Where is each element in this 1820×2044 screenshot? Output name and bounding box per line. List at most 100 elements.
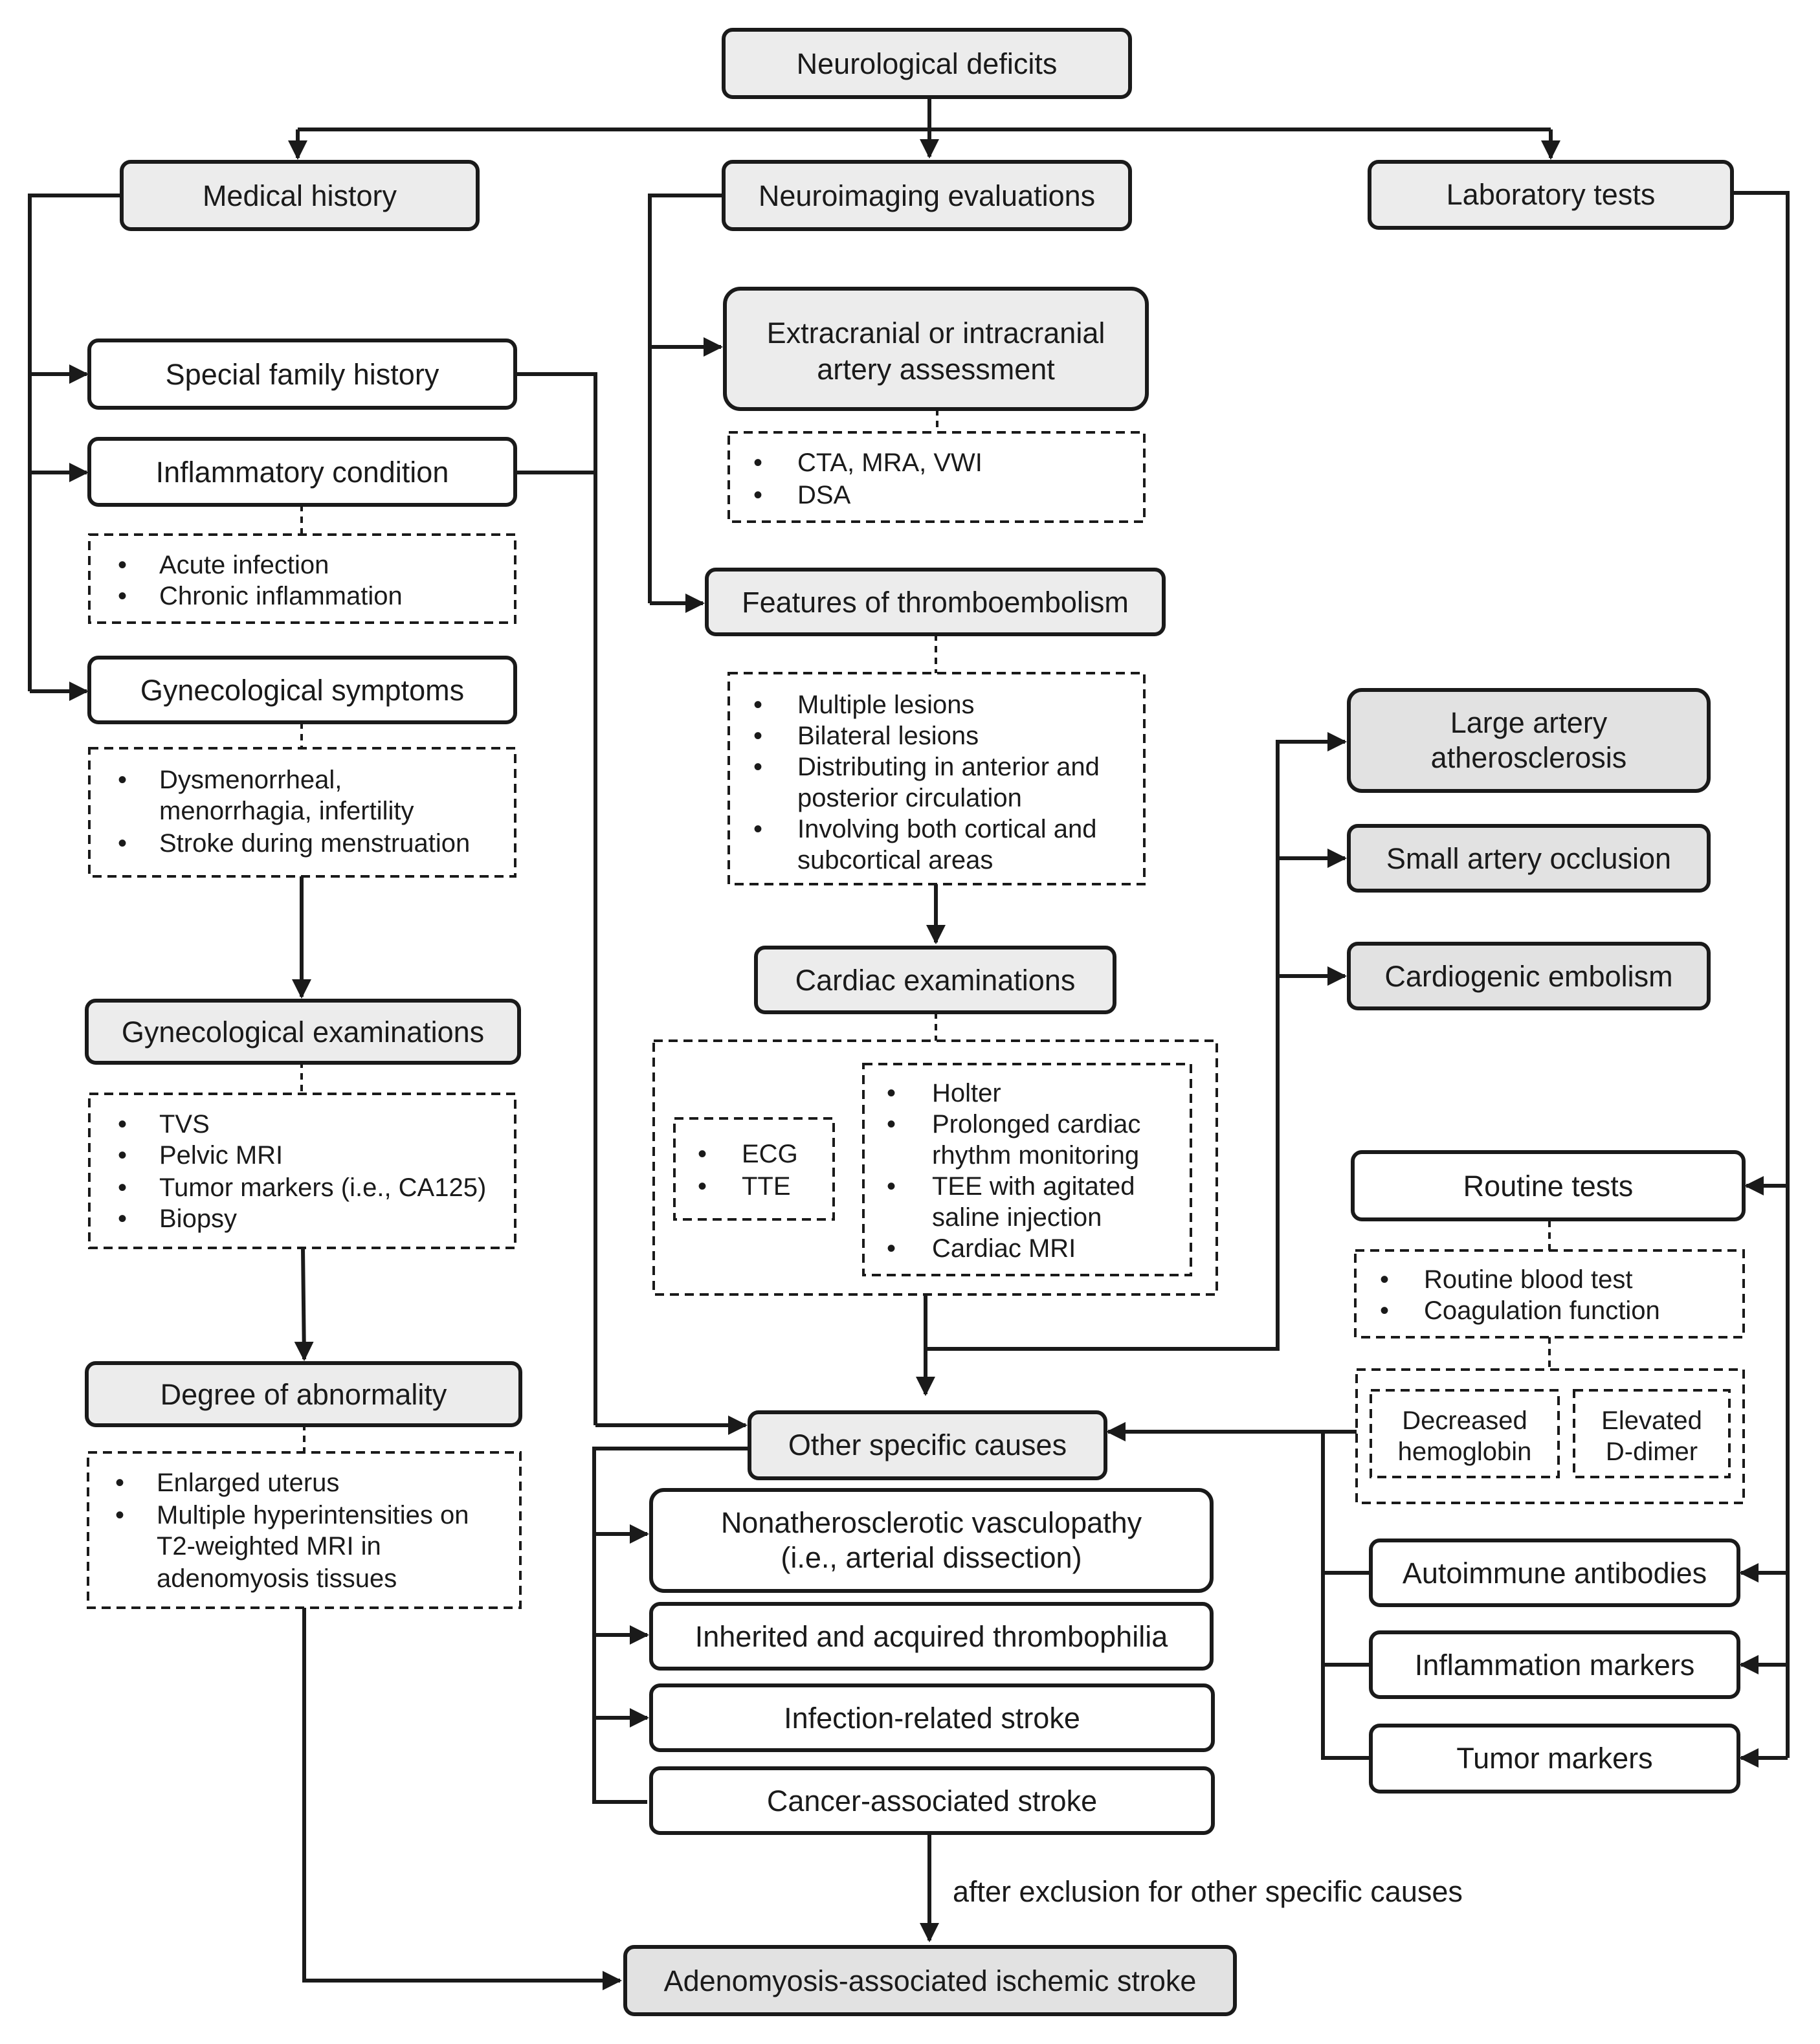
- svg-text:•: •: [753, 753, 762, 781]
- connectors: [28, 97, 1790, 1990]
- cardiac-list-group: • ECG • TTE • Holter • Prolonged cardiac…: [652, 1039, 1218, 1296]
- autoimmune-label: Autoimmune antibodies: [1403, 1557, 1707, 1590]
- routine-item: Routine blood test: [1424, 1265, 1632, 1294]
- ecg-item: TTE: [742, 1172, 791, 1201]
- family-history-rail: [515, 372, 597, 1425]
- large-artery-label: atherosclerosis: [1431, 741, 1627, 774]
- svg-text:•: •: [753, 481, 762, 509]
- svg-text:•: •: [1380, 1265, 1389, 1294]
- thrombo-item: Multiple lesions: [797, 691, 974, 719]
- holter-item: TEE with agitated: [932, 1172, 1135, 1201]
- artery-assessment-label: artery assessment: [817, 353, 1055, 386]
- thrombo-item: posterior circulation: [797, 784, 1022, 812]
- hemoglobin-box: [1370, 1389, 1560, 1478]
- thrombo-item: Bilateral lesions: [797, 722, 979, 750]
- svg-text:•: •: [118, 1110, 127, 1139]
- node-infection-stroke: Infection-related stroke: [649, 1683, 1215, 1752]
- medical-history-label: Medical history: [203, 179, 397, 212]
- thrombo-item: subcortical areas: [797, 846, 993, 874]
- hemoglobin-text: hemoglobin: [1398, 1438, 1532, 1466]
- neuroimaging-rail: [648, 194, 724, 603]
- inflammatory-label: Inflammatory condition: [156, 456, 449, 489]
- node-laboratory: Laboratory tests: [1368, 160, 1734, 230]
- node-medical-history: Medical history: [120, 160, 480, 231]
- gyn-exam-item: TVS: [159, 1110, 210, 1139]
- node-degree: Degree of abnormality: [85, 1361, 522, 1427]
- inflammation-list: • Acute infection • Chronic inflammation: [88, 533, 516, 624]
- svg-text:•: •: [118, 766, 127, 794]
- gyn-symptom-item: Stroke during menstruation: [159, 829, 470, 858]
- routine-tests-label: Routine tests: [1463, 1170, 1634, 1203]
- node-small-artery: Small artery occlusion: [1347, 824, 1711, 893]
- abnormality-item: Enlarged uterus: [157, 1469, 339, 1497]
- ecg-tte-box: [673, 1117, 835, 1221]
- node-nonathero: Nonatherosclerotic vasculopathy (i.e., a…: [649, 1488, 1214, 1593]
- neuroimaging-label: Neuroimaging evaluations: [759, 179, 1095, 212]
- thrombo-list: • Multiple lesions • Bilateral lesions •…: [727, 672, 1146, 885]
- node-inflam-markers: Inflammation markers: [1369, 1630, 1740, 1699]
- ecg-item: ECG: [742, 1140, 798, 1168]
- svg-text:•: •: [115, 1501, 124, 1529]
- degree-label: Degree of abnormality: [161, 1378, 447, 1411]
- abnormality-item: adenomyosis tissues: [157, 1564, 397, 1593]
- exclusion-annotation: after exclusion for other specific cause…: [953, 1875, 1463, 1908]
- gyn-symptom-item: Dysmenorrheal,: [159, 766, 342, 794]
- svg-text:•: •: [118, 1173, 127, 1202]
- node-thrombophilia: Inherited and acquired thrombophilia: [649, 1602, 1214, 1671]
- thrombo-item: Distributing in anterior and: [797, 753, 1100, 781]
- medical-history-rail: [28, 194, 122, 691]
- node-other-causes: Other specific causes: [748, 1410, 1107, 1480]
- abnormality-item: Multiple hyperintensities on: [157, 1501, 469, 1529]
- svg-text:•: •: [753, 449, 762, 477]
- tumor-markers-label: Tumor markers: [1456, 1742, 1652, 1775]
- node-tumor-markers: Tumor markers: [1369, 1724, 1740, 1794]
- laboratory-rail: [1732, 191, 1790, 1758]
- svg-text:•: •: [118, 1205, 127, 1233]
- svg-text:•: •: [753, 691, 762, 719]
- node-autoimmune: Autoimmune antibodies: [1369, 1539, 1740, 1607]
- small-artery-label: Small artery occlusion: [1386, 842, 1671, 875]
- holter-item: rhythm monitoring: [932, 1141, 1139, 1170]
- svg-text:•: •: [115, 1469, 124, 1497]
- infection-stroke-label: Infection-related stroke: [784, 1702, 1080, 1735]
- svg-text:•: •: [118, 829, 127, 858]
- cardiogenic-label: Cardiogenic embolism: [1384, 960, 1672, 993]
- node-cancer-stroke: Cancer-associated stroke: [649, 1766, 1215, 1835]
- node-routine-tests: Routine tests: [1351, 1150, 1746, 1221]
- holter-item: Cardiac MRI: [932, 1234, 1076, 1263]
- hemoglobin-text: Decreased: [1402, 1406, 1527, 1435]
- arrow-to-degree: [294, 1247, 314, 1361]
- node-neuroimaging: Neuroimaging evaluations: [722, 160, 1132, 231]
- arrow-to-large-artery: [926, 732, 1347, 1351]
- svg-text:•: •: [1380, 1296, 1389, 1325]
- gyn-exam-item: Tumor markers (i.e., CA125): [159, 1173, 486, 1202]
- other-causes-label: Other specific causes: [788, 1428, 1067, 1461]
- node-thromboembolism: Features of thromboembolism: [705, 568, 1166, 636]
- abnormality-list: • Enlarged uterus • Multiple hyperintens…: [87, 1451, 522, 1609]
- ddimer-text: D-dimer: [1606, 1438, 1698, 1466]
- svg-text:•: •: [118, 1141, 127, 1170]
- svg-text:•: •: [118, 551, 127, 579]
- imaging-item: DSA: [797, 481, 851, 509]
- thromboembolism-label: Features of thromboembolism: [742, 586, 1129, 619]
- gyn-exams-label: Gynecological examinations: [122, 1016, 484, 1049]
- node-cardiac-exams: Cardiac examinations: [754, 946, 1116, 1014]
- thrombo-item: Involving both cortical and: [797, 815, 1097, 843]
- lab-tests-rail: [1321, 1432, 1370, 1760]
- laboratory-label: Laboratory tests: [1447, 178, 1656, 211]
- inflam-markers-label: Inflammation markers: [1415, 1649, 1695, 1682]
- node-gyn-exams: Gynecological examinations: [85, 999, 521, 1065]
- ddimer-box: [1573, 1389, 1731, 1478]
- routine-item: Coagulation function: [1424, 1296, 1660, 1325]
- gyn-exam-item: Pelvic MRI: [159, 1141, 283, 1170]
- node-special-family: Special family history: [87, 339, 517, 410]
- svg-text:•: •: [887, 1079, 896, 1107]
- artery-assessment-label: Extracranial or intracranial: [767, 317, 1105, 350]
- holter-item: saline injection: [932, 1203, 1102, 1232]
- node-final: Adenomyosis-associated ischemic stroke: [623, 1945, 1237, 2016]
- routine-results-group: Decreased hemoglobin Elevated D-dimer: [1355, 1368, 1745, 1504]
- gyn-symptoms-label: Gynecological symptoms: [140, 674, 464, 707]
- gyn-exam-list: • TVS • Pelvic MRI • Tumor markers (i.e.…: [88, 1093, 516, 1249]
